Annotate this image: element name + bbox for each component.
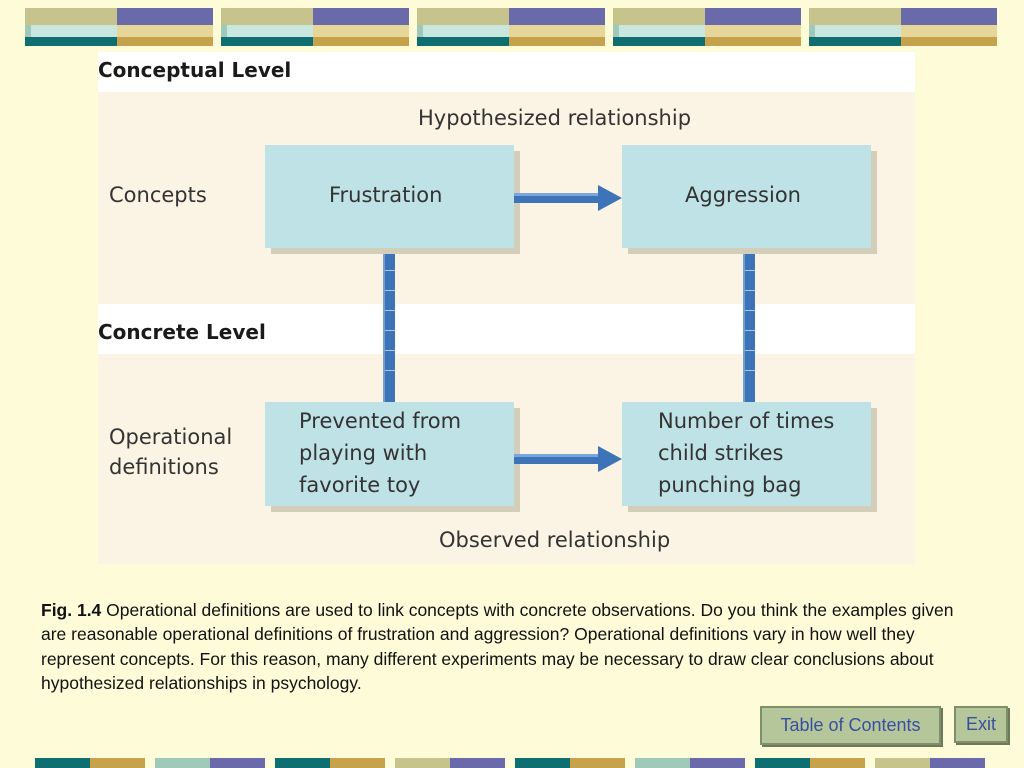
concrete-level-band: Concrete Level xyxy=(98,304,915,354)
box-line: playing with xyxy=(299,441,428,465)
banner-tile xyxy=(221,8,409,46)
number-of-times-label: Number of times child strikes punching b… xyxy=(658,405,834,501)
figure-number: Fig. 1.4 xyxy=(41,600,102,620)
frustration-connector xyxy=(383,248,395,402)
table-of-contents-button[interactable]: Table of Contents xyxy=(760,706,941,745)
observed-arrow xyxy=(514,446,622,472)
exit-button[interactable]: Exit xyxy=(954,706,1008,743)
aggression-connector xyxy=(743,248,755,402)
concepts-row-label: Concepts xyxy=(109,183,207,207)
conceptual-level-band: Conceptual Level xyxy=(98,52,915,92)
row-label-line: Operational xyxy=(109,425,233,449)
number-of-times-box: Number of times child strikes punching b… xyxy=(622,402,871,506)
banner-tile xyxy=(417,8,605,46)
row-label-line: definitions xyxy=(109,455,219,479)
banner-tile xyxy=(613,8,801,46)
box-line: Number of times xyxy=(658,409,835,433)
frustration-label: Frustration xyxy=(329,183,443,207)
hypothesized-relationship-label: Hypothesized relationship xyxy=(418,106,692,130)
figure-caption: Fig. 1.4 Operational definitions are use… xyxy=(41,598,981,695)
box-line: punching bag xyxy=(658,473,802,497)
aggression-label: Aggression xyxy=(685,183,801,207)
conceptual-level-heading: Conceptual Level xyxy=(98,58,292,82)
observed-relationship-label: Observed relationship xyxy=(439,528,671,552)
concrete-level-heading: Concrete Level xyxy=(98,320,266,344)
operational-definition-diagram: Conceptual Level Concrete Level Hypothes… xyxy=(98,52,915,564)
aggression-box: Aggression xyxy=(622,145,871,248)
box-line: child strikes xyxy=(658,441,784,465)
box-line: favorite toy xyxy=(299,473,421,497)
frustration-box: Frustration xyxy=(265,145,514,248)
operational-definitions-row-label: Operational definitions xyxy=(109,422,232,482)
box-line: Prevented from xyxy=(299,409,462,433)
hypothesized-arrow xyxy=(514,185,622,211)
prevented-box: Prevented from playing with favorite toy xyxy=(265,402,514,506)
banner-tile xyxy=(25,8,213,46)
banner-tile xyxy=(809,8,997,46)
caption-text: Operational definitions are used to link… xyxy=(41,600,954,693)
prevented-label: Prevented from playing with favorite toy xyxy=(299,405,461,501)
